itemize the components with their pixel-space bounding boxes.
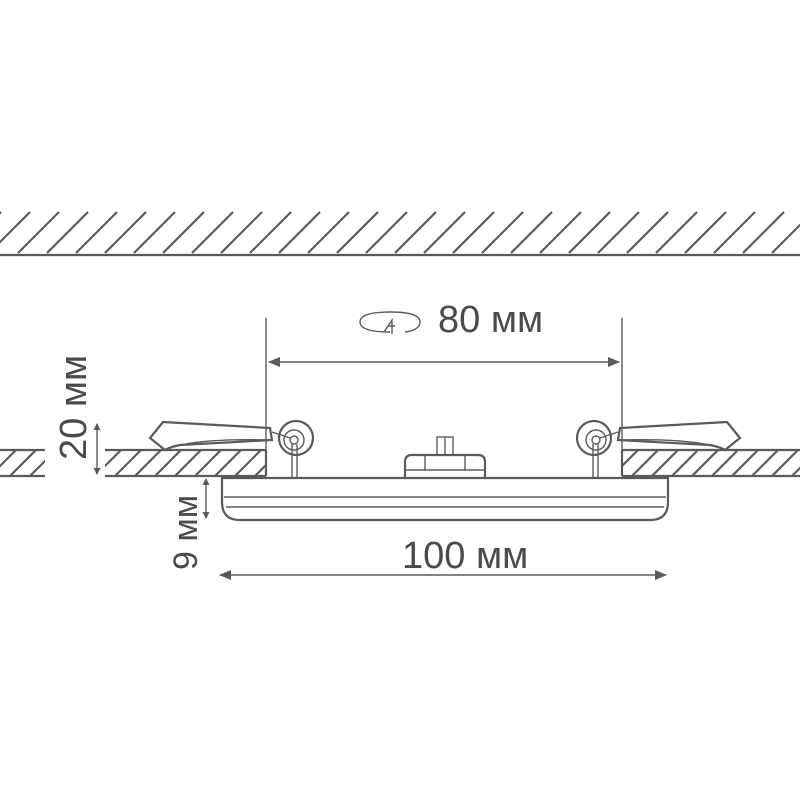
ceiling-hatch-line	[684, 211, 727, 254]
height-dimension: 9 мм	[167, 478, 210, 570]
surface-hatch-line	[105, 450, 122, 468]
ceiling-hatch-line	[626, 211, 669, 254]
surface-hatch-line	[254, 463, 266, 476]
surface-hatch-line	[134, 450, 162, 476]
rotate-icon	[359, 311, 421, 334]
ceiling-hatch-line	[307, 211, 350, 254]
ceiling-hatch-line	[162, 211, 205, 254]
ceiling-hatch-line	[539, 211, 582, 254]
ceiling-hatch-line	[771, 223, 800, 254]
ceiling-hatch-line	[481, 211, 524, 254]
depth-dimension: 20 мм	[53, 355, 101, 475]
ceiling-hatch-line	[133, 211, 176, 254]
cutout-dimension: 80 мм	[265, 299, 623, 450]
depth-label: 20 мм	[53, 355, 95, 460]
surface-hatch-line	[651, 450, 679, 476]
cutout-label: 80 мм	[438, 299, 543, 341]
ceiling-hatch-line	[394, 211, 437, 254]
ceiling-hatch-line	[568, 211, 611, 254]
ceiling-hatch-line	[220, 211, 263, 254]
ceiling-slab	[0, 211, 800, 257]
diameter-dimension: 100 мм	[219, 535, 667, 580]
surface-hatch-line	[711, 450, 739, 476]
mounting-surface	[0, 448, 800, 478]
ceiling-hatch-line	[0, 211, 2, 215]
surface-hatch-line	[691, 450, 719, 476]
ceiling-hatch-line	[75, 211, 118, 254]
surface-hatch-line	[791, 466, 800, 476]
diameter-label: 100 мм	[402, 535, 528, 577]
ceiling-hatch-line	[249, 211, 292, 254]
surface-hatch-line	[731, 450, 759, 476]
surface-hatch-line	[29, 459, 45, 476]
surface-hatch-line	[234, 450, 262, 476]
ceiling-hatch-line	[655, 211, 698, 254]
spring-clip-right	[575, 419, 742, 477]
ceiling-hatch-line	[510, 211, 553, 254]
surface-hatch-line	[622, 450, 639, 468]
spring-clip-left	[148, 419, 315, 477]
surface-hatch-line	[214, 450, 242, 476]
surface-hatch-line	[631, 450, 659, 476]
surface-hatch-line	[194, 450, 222, 476]
surface-hatch-line	[751, 450, 779, 476]
surface-hatch-line	[671, 450, 699, 476]
height-label: 9 мм	[167, 495, 205, 570]
ceiling-hatch-line	[17, 211, 60, 254]
ceiling-hatch-line	[336, 211, 379, 254]
surface-hatch-line	[174, 450, 202, 476]
surface-hatch-line	[114, 450, 142, 476]
ceiling-hatch-line	[104, 211, 147, 254]
ceiling-hatch-line	[423, 211, 466, 254]
ceiling-hatch-line	[191, 211, 234, 254]
surface-hatch-line	[9, 450, 37, 476]
surface-hatch-line	[154, 450, 182, 476]
ceiling-hatch-line	[278, 211, 321, 254]
surface-hatch-line	[0, 450, 17, 468]
ceiling-hatch-line	[597, 211, 640, 254]
ceiling-hatch-line	[452, 211, 495, 254]
ceiling-hatch-line	[0, 211, 31, 244]
ceiling-hatch-line	[365, 211, 408, 254]
ceiling-hatch-line	[713, 211, 756, 254]
ceiling-hatch-line	[742, 211, 785, 254]
luminaire-panel	[220, 436, 670, 522]
ceiling-hatch-line	[46, 211, 89, 254]
surface-hatch-line	[771, 450, 799, 476]
